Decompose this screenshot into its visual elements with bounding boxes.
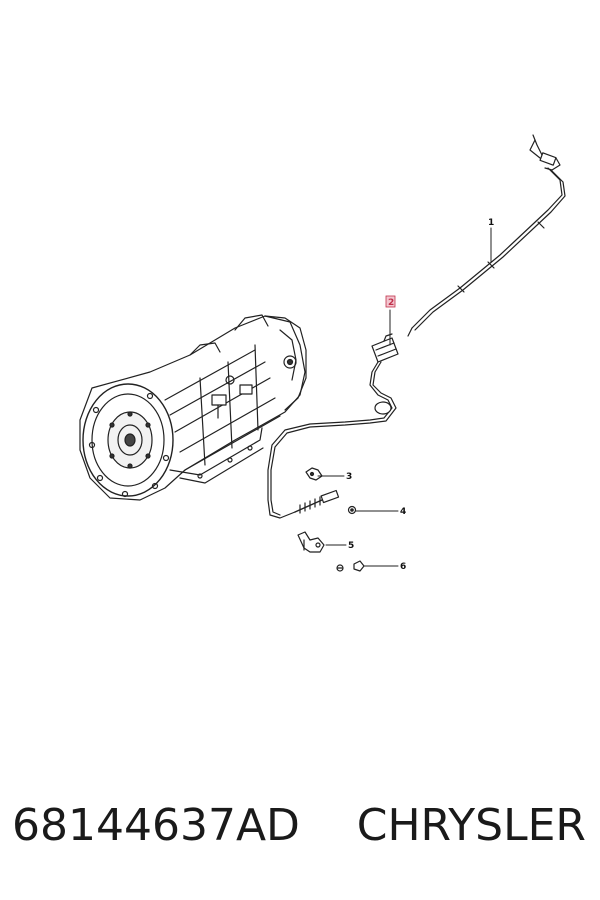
callout-5: 5 (348, 541, 354, 551)
callout-4: 4 (400, 507, 406, 517)
brand-name: CHRYSLER (356, 800, 586, 851)
transmission-illustration (79, 314, 307, 501)
callout-2-highlight (385, 295, 396, 308)
callout-2: 2 (388, 298, 394, 308)
part-number: 68144637AD (12, 800, 300, 851)
callout-1: 1 (488, 218, 494, 228)
callout-6: 6 (400, 562, 406, 572)
retainer-part (336, 560, 365, 572)
callout-3: 3 (346, 472, 352, 482)
shift-cable (407, 134, 566, 337)
nut-part (347, 505, 357, 515)
cable-bracket (371, 333, 399, 363)
mounting-bracket (297, 531, 325, 553)
footer: 68144637AD CHRYSLER (0, 800, 600, 870)
clip-part (305, 467, 323, 481)
transmission-cable (267, 361, 397, 519)
